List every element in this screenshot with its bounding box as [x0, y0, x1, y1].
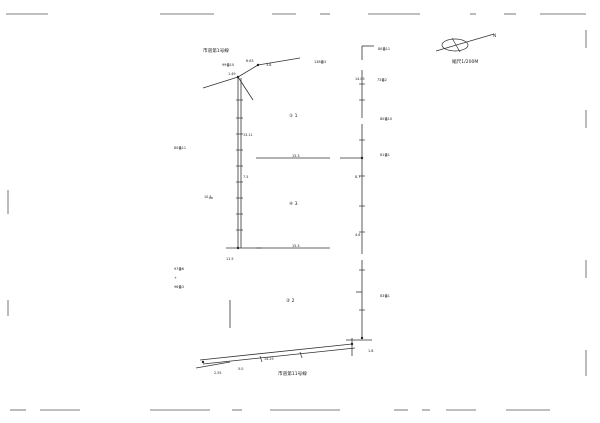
dimension-label: 14.25 [264, 357, 274, 361]
neighbor-label-nw: 99番10 [222, 62, 234, 67]
survey-point [256, 63, 260, 67]
drawing-scale: 縮尺1/200M [452, 58, 478, 65]
boundary-line [202, 347, 356, 365]
boundary-line [199, 343, 353, 361]
dimension-label: 14.05 [355, 77, 365, 81]
dimension-label: 15.3 [292, 244, 300, 248]
boundary-line [237, 64, 259, 78]
neighbor-label-right-a: 80番10 [380, 116, 392, 121]
dimension-label: 11.5 [226, 257, 234, 261]
road-label-south: 市道第11号線 [278, 370, 307, 377]
survey-point [236, 246, 240, 250]
sheet-frame [6, 13, 587, 411]
parcel-label-middle: ④ 3 [289, 201, 298, 207]
dimension-label: 10.5 [204, 195, 212, 199]
survey-point [350, 342, 354, 346]
boundary-lines [195, 45, 374, 369]
neighbor-label-left-bottom-line: 96番3 [174, 284, 184, 289]
north-arrow [435, 33, 495, 53]
dimension-label: 4.6 [355, 233, 360, 237]
dimension-label: 15.3 [292, 154, 300, 158]
dimension-label: 7.5 [243, 175, 248, 179]
boundary-line [202, 76, 239, 89]
neighbor-label-left-bottom-line: + [174, 276, 177, 280]
dimension-label: 3.8 [266, 63, 271, 67]
neighbor-label-left-upper: 80番11 [174, 145, 186, 150]
tick [299, 351, 303, 359]
survey-points [201, 63, 364, 364]
boundary-line [237, 76, 254, 101]
boundary-line [257, 57, 301, 66]
neighbor-label-left-bottom-line: 97番6 [174, 266, 184, 271]
north-arrow-circle [441, 38, 469, 52]
dimension-label: 6.63 [246, 59, 254, 63]
neighbor-label-left-bottom: 97番6 +96番3 [174, 266, 184, 289]
road-label-north: 市道第1号線 [203, 47, 229, 54]
north-arrow-letter: N [493, 33, 496, 38]
neighbor-label-top-mid: 138番3 [314, 59, 326, 64]
north-arrow-cross [451, 37, 461, 53]
neighbor-label-ne: 80番11 [378, 46, 390, 51]
north-arrow-shaft [435, 33, 495, 52]
parcel-label-lower: ② 2 [286, 298, 295, 304]
survey-point [201, 360, 205, 364]
neighbor-label-right-c: 81番1 [380, 152, 390, 157]
dimension-label: 5.0 [238, 367, 243, 371]
survey-point [360, 156, 364, 160]
dimension-label: 2.55 [214, 371, 222, 375]
survey-point [360, 336, 364, 340]
dimension-label: 1.49 [228, 72, 236, 76]
dimension-label: 13.11 [243, 133, 253, 137]
boundary-ticks [236, 83, 365, 363]
neighbor-label-right-d: 83番1 [380, 293, 390, 298]
dimension-label: 8.7 [355, 175, 360, 179]
tick [259, 355, 263, 363]
boundary-line [195, 361, 231, 369]
neighbor-label-ne2: 73番2 [377, 77, 387, 82]
survey-point [236, 75, 240, 79]
parcel-label-upper: ① 1 [289, 113, 298, 119]
dimension-label: 1.8 [368, 349, 373, 353]
